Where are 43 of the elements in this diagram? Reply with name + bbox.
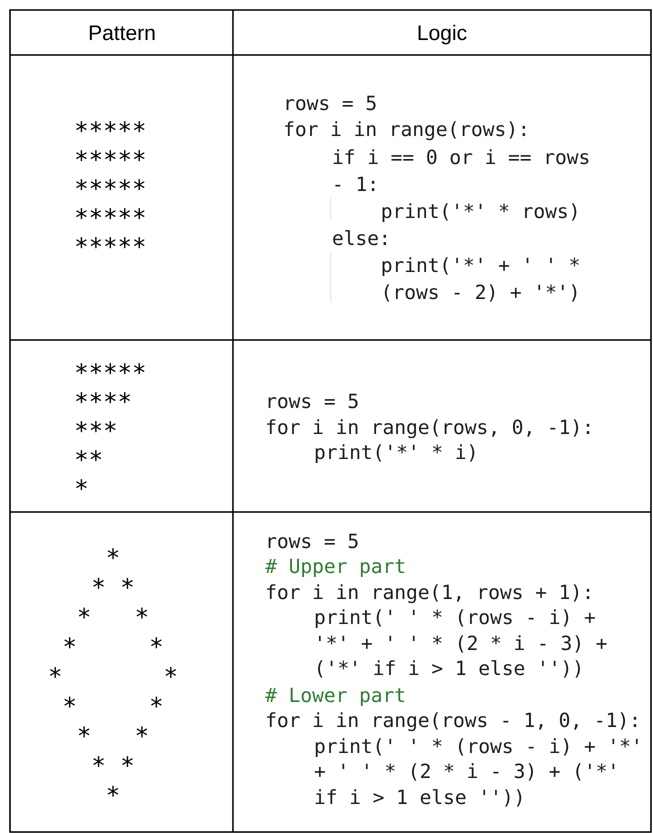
star-pattern-line: * [108,548,118,560]
star-pattern-line: * * [64,696,162,708]
column-header: Pattern [90,26,154,40]
star-pattern-line: * * [78,726,148,738]
star-pattern-line: ***** [76,150,144,162]
star-pattern-line: ** [76,450,102,462]
code-line: for i in range(1, rows + 1): [267,584,590,604]
star-pattern-line: ***** [76,179,144,190]
code-line: else: [333,230,386,246]
star-pattern-line: * [76,479,87,490]
star-pattern-line: *** [76,421,116,432]
code-line: print(' ' * (rows - i) + [316,609,595,628]
code-line: for i in range(rows): [285,121,526,140]
code-comment: # Lower part [265,688,404,706]
star-pattern-line: ***** [76,121,144,132]
code-line: for i in range(rows, 0, -1): [267,419,590,438]
code-line: (rows - 2) + '*') [384,284,576,302]
star-pattern-line: * * [93,756,133,768]
code-line: for i in range(rows - 1, 0, -1): [267,712,636,732]
code-line: rows = 5 [268,534,358,548]
star-pattern-line: ***** [76,237,144,248]
code-line: ('*' if i > 1 else '')) [318,660,580,678]
code-line: + ' ' * (2 * i - 3) + ('*' [314,763,614,781]
code-line: print('*' + ' ' * [382,257,579,276]
star-pattern-line: ***** [76,363,144,374]
star-pattern-line: * * [64,637,162,648]
code-line: if i == 0 or i == rows [334,149,588,164]
star-pattern-line: * [108,786,118,797]
code-line: print(' ' * (rows - i) + '*' [316,738,638,758]
code-line: '*' + ' ' * (2 * i - 3) + [319,635,607,653]
code-line: - 1: [335,176,374,191]
star-pattern-line: * * [78,608,148,619]
code-line: if i > 1 else '')) [316,789,522,807]
code-line: print('*' * rows) [382,203,576,222]
star-pattern-line: * * [93,578,133,589]
code-comment: # Upper part [265,558,404,578]
star-pattern-line: ***** [76,208,144,220]
star-pattern-line: **** [76,392,130,404]
code-line: rows = 5 [268,394,358,408]
code-line: print('*' * i) [316,444,474,464]
code-line: rows = 5 [286,96,376,110]
star-pattern-line: * * [50,666,176,678]
column-header: Logic [418,24,467,44]
